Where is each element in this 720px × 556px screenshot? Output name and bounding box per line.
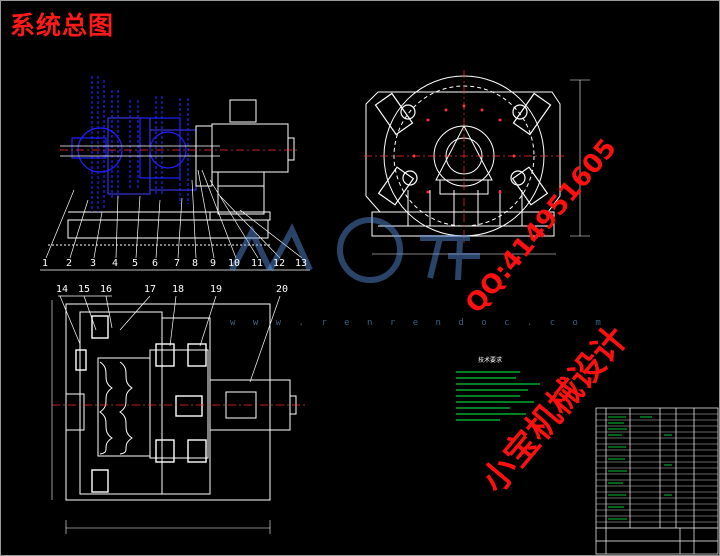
- callout-6: 6: [152, 258, 159, 269]
- callout-16: 16: [100, 284, 113, 295]
- callout-4: 4: [112, 258, 119, 269]
- side-view-clamps: [374, 92, 552, 206]
- page-title: 系统总图: [10, 11, 115, 40]
- watermark-logo: [229, 217, 480, 283]
- plan-view: [51, 300, 297, 534]
- callout-11: 11: [251, 258, 264, 269]
- callout-15: 15: [78, 284, 91, 295]
- callout-10: 10: [228, 258, 241, 269]
- callout-5: 5: [132, 258, 139, 269]
- technical-notes: [456, 371, 540, 421]
- front-view-parts: [71, 76, 189, 212]
- side-base: [371, 211, 555, 237]
- callout-17: 17: [144, 284, 157, 295]
- motor-terminal-box: [229, 99, 257, 123]
- callout-3: 3: [90, 258, 97, 269]
- callout-18: 18: [172, 284, 185, 295]
- callout-2: 2: [66, 258, 73, 269]
- callout-14: 14: [56, 284, 69, 295]
- callout-7: 7: [174, 258, 181, 269]
- leader-lines-top: [40, 169, 310, 271]
- callout-9: 9: [210, 258, 217, 269]
- callout-1: 1: [42, 258, 49, 269]
- watermark-url: w w w . r e n r e n d o c . c o m: [230, 318, 607, 328]
- side-view-bolt-circle: [412, 104, 516, 194]
- parts-list-entries: [608, 416, 672, 520]
- plan-view-blocks: [75, 315, 207, 493]
- front-view-axis: [60, 145, 300, 157]
- callout-13: 13: [295, 258, 308, 269]
- parts-list-rows: [596, 413, 718, 523]
- notes-heading: 技术要求: [478, 357, 503, 364]
- parts-list-table: [595, 407, 719, 555]
- callout-12: 12: [273, 258, 286, 269]
- leader-lines-bottom: [58, 295, 281, 383]
- motor-support: [217, 171, 265, 215]
- callout-19: 19: [210, 284, 223, 295]
- side-view-axis: [364, 70, 566, 246]
- callout-8: 8: [192, 258, 199, 269]
- motor-body: [211, 123, 289, 173]
- base-frame: [67, 219, 269, 239]
- callout-20: 20: [276, 284, 289, 295]
